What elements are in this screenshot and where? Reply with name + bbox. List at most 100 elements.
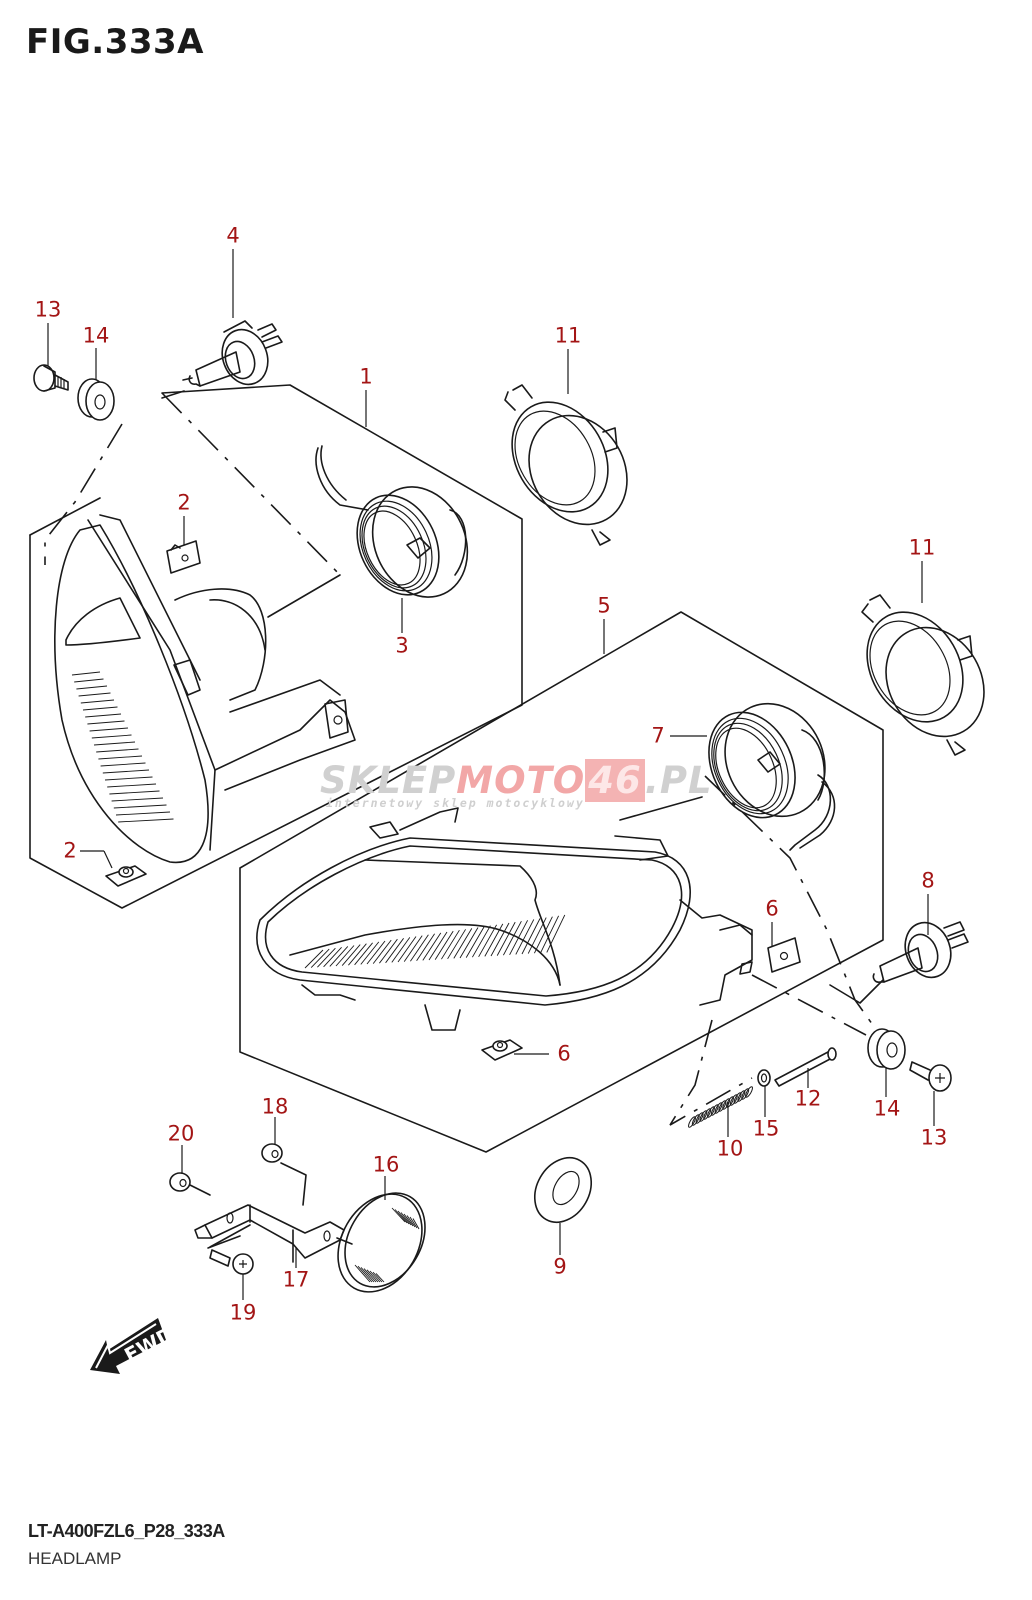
- hatch-line: [360, 941, 380, 965]
- callout-7[interactable]: 7: [651, 723, 665, 748]
- callout-5[interactable]: 5: [597, 593, 611, 618]
- arrow-down-left-icon: FWD: [90, 1318, 178, 1374]
- reflector-hatch: [391, 1207, 406, 1223]
- callout-9[interactable]: 9: [553, 1254, 567, 1279]
- hatch-line: [428, 931, 448, 961]
- reflector-hatch: [360, 1267, 375, 1283]
- socket-cover-7-drawing: [708, 702, 836, 851]
- watermark-part-46: 46: [585, 759, 645, 802]
- hatch-line: [447, 929, 466, 960]
- callout-12[interactable]: 12: [794, 1086, 822, 1111]
- callout-14-right[interactable]: 14: [873, 1096, 901, 1121]
- hatch-line: [533, 916, 553, 954]
- bracket-17-drawing: [189, 1162, 353, 1263]
- callout-16[interactable]: 16: [372, 1152, 400, 1177]
- callout-18[interactable]: 18: [261, 1094, 289, 1119]
- bulb-8-drawing: [872, 921, 969, 983]
- hatch-line: [304, 949, 324, 969]
- callout-19[interactable]: 19: [229, 1300, 257, 1325]
- hatch-line: [89, 727, 129, 732]
- callout-10[interactable]: 10: [716, 1136, 744, 1161]
- callout-17[interactable]: 17: [282, 1267, 310, 1292]
- bolt-13-right-drawing: [909, 1061, 952, 1092]
- hatch-line: [484, 923, 504, 957]
- nut-clip-6-bottom: [481, 1039, 523, 1061]
- socket-cover-3-drawing: [315, 445, 469, 598]
- hatch-line: [422, 932, 442, 961]
- reflector-hatch: [409, 1216, 418, 1229]
- hatch-line: [341, 944, 361, 966]
- hatch-line: [472, 925, 491, 958]
- leader-dash-box5-lower: [669, 1019, 753, 1126]
- callout-2-bottom[interactable]: 2: [63, 838, 77, 863]
- callout-6-bottom[interactable]: 6: [557, 1041, 571, 1066]
- hatch-line: [335, 945, 355, 967]
- callout-11-right[interactable]: 11: [908, 535, 936, 560]
- hatch-line: [91, 734, 132, 739]
- hatch-line: [546, 914, 566, 953]
- nut-clip-6-right: [767, 937, 801, 973]
- hatch-line: [478, 924, 497, 958]
- cover-ring-11-top-drawing: [504, 384, 628, 546]
- hatch-line: [78, 692, 111, 697]
- bulb-4-leader-to-box: [161, 390, 185, 399]
- leader-dash-box5-right: [704, 775, 881, 1036]
- bulb-8-leader: [829, 979, 884, 1004]
- callout-13-top[interactable]: 13: [34, 297, 62, 322]
- reflector-hatch: [406, 1215, 416, 1228]
- callout-6-right[interactable]: 6: [765, 896, 779, 921]
- hatch-line: [100, 762, 146, 767]
- watermark-tagline: internetowy sklep motocyklowy: [326, 796, 585, 810]
- hatch-line: [490, 922, 510, 957]
- hatch-line: [76, 685, 108, 690]
- callout-11-top[interactable]: 11: [554, 323, 582, 348]
- socket-7-leader-into-box: [619, 796, 703, 821]
- hatch-line: [113, 804, 167, 809]
- reflector-16-drawing: [337, 1192, 426, 1293]
- hatch-line: [85, 713, 122, 718]
- headlamp-1-drawing: [54, 514, 356, 864]
- hatch-line: [115, 811, 171, 816]
- hatch-line: [354, 942, 373, 966]
- callout-3[interactable]: 3: [395, 633, 409, 658]
- nut-18-drawing: [261, 1143, 283, 1163]
- callout-2-top[interactable]: 2: [177, 490, 191, 515]
- callout-13-right[interactable]: 13: [920, 1125, 948, 1150]
- hatch-line: [453, 928, 473, 959]
- section-name: HEADLAMP: [28, 1549, 122, 1568]
- nut-20-drawing: [169, 1172, 191, 1192]
- hatch-line: [310, 948, 330, 968]
- watermark-part-sklep: SKLEP: [320, 759, 457, 802]
- hatch-line: [98, 755, 143, 760]
- watermark-part-pl: .PL: [644, 759, 713, 802]
- callout-8[interactable]: 8: [921, 868, 935, 893]
- hatch-line: [82, 706, 118, 711]
- hatch-line: [416, 933, 435, 962]
- callout-20[interactable]: 20: [167, 1121, 195, 1146]
- reflector-hatch: [366, 1269, 379, 1283]
- reflector-hatch: [363, 1268, 377, 1283]
- cushion-14-right-drawing: [867, 1028, 906, 1070]
- hatch-line: [372, 939, 392, 964]
- reflector-hatch: [357, 1265, 373, 1283]
- hatch-line: [521, 918, 541, 955]
- reflector-hatch: [354, 1264, 371, 1283]
- bolt-13-top-drawing: [33, 364, 69, 392]
- reflector-hatch: [394, 1209, 408, 1224]
- hatch-line: [107, 783, 157, 788]
- hatch-line: [391, 937, 411, 963]
- hatch-line: [102, 769, 150, 774]
- hatch-line: [74, 678, 104, 683]
- nut-clip-2-bottom: [105, 865, 147, 887]
- hatch-line: [348, 943, 367, 966]
- fwd-direction-badge: FWD: [86, 1300, 178, 1385]
- hatch-line: [93, 741, 136, 746]
- callout-4[interactable]: 4: [226, 223, 240, 248]
- grommet-9-drawing: [533, 1157, 593, 1223]
- hatch-line: [80, 699, 115, 704]
- callout-15[interactable]: 15: [752, 1116, 780, 1141]
- reflector-hatch: [372, 1271, 383, 1283]
- callout-14-top[interactable]: 14: [82, 323, 110, 348]
- callout-1[interactable]: 1: [359, 364, 373, 389]
- headlamp-5-drawing: [256, 807, 753, 1031]
